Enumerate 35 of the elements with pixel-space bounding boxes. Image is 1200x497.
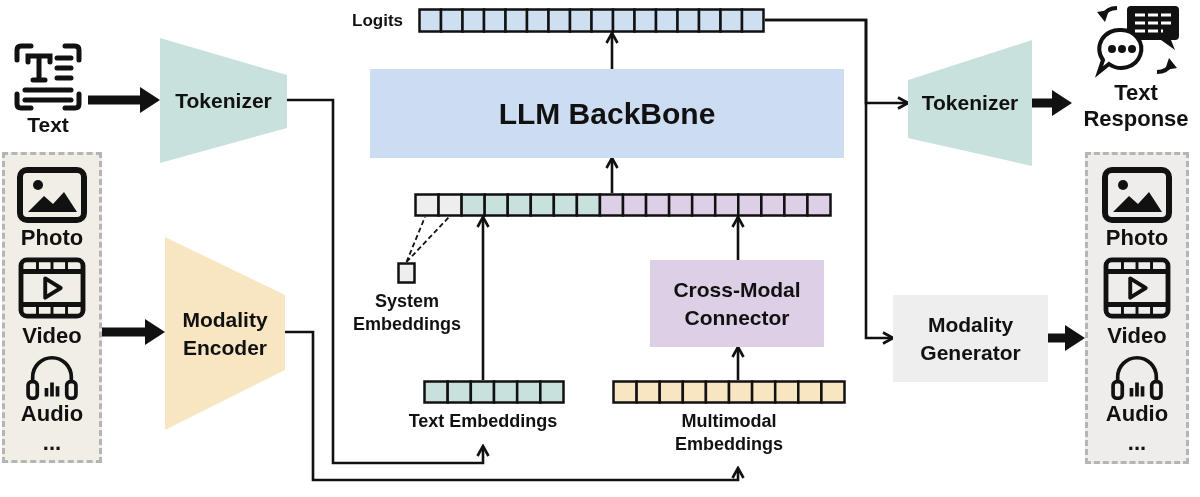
connector-box: Cross-Modal Connector [650,260,824,347]
dashed-panel [1085,152,1189,464]
bar-label: Logits [352,10,403,32]
arrow [605,156,619,193]
dashed-panel [2,152,102,463]
arrow [731,215,745,260]
dashed-line [405,216,450,263]
modality-label: Video [22,323,82,350]
modality-label: ... [42,430,62,457]
modality-label: Audio [20,401,84,428]
arrow [605,31,619,69]
tokenizer-trapezoid: Tokenizer [908,40,1032,166]
arrow [731,345,745,380]
arrow [765,18,895,345]
bar-label: Multimodal Embeddings [674,410,784,455]
tokenizer-trapezoid: Tokenizer [160,38,287,163]
arrow [285,330,745,482]
arrow [476,215,490,380]
arrow [287,98,490,465]
modality-label: Photo [20,225,84,252]
backbone-box: LLM BackBone [370,69,844,158]
node-label: Text [26,112,70,138]
modality-label: Audio [1105,401,1169,428]
modality-label: Photo [1105,225,1169,252]
modality-label: Video [1107,323,1167,350]
encoder-trapezoid: Modality Encoder [165,237,285,430]
arrow [1032,90,1072,116]
arrow [102,319,165,345]
generator-box: Modality Generator [893,295,1048,382]
bar-label: Text Embeddings [407,410,559,433]
node-label: Text Response [1082,80,1190,133]
arrow [1048,325,1085,351]
arrow [88,87,160,113]
modality-label: ... [1127,430,1147,457]
bar-label: System Embeddings [352,290,462,335]
